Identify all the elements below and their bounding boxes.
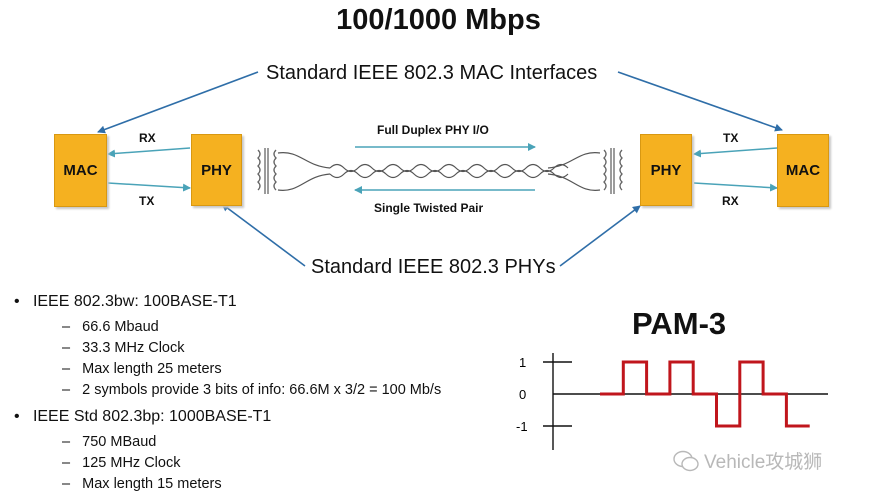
- page-title: 100/1000 Mbps: [336, 4, 541, 36]
- pam3-title: PAM-3: [632, 306, 727, 341]
- watermark: Vehicle攻城狮: [673, 447, 822, 474]
- network-diagram: [97, 71, 783, 267]
- pam3-label-1: 1: [519, 355, 526, 370]
- phy-label-arrow-right: [559, 205, 641, 267]
- right-transformer: [603, 148, 623, 194]
- bullet-1-sub-4: – 2 symbols provide 3 bits of info: 66.6…: [62, 382, 442, 398]
- pam3-label-neg1: -1: [516, 419, 528, 434]
- pam3-label-0: 0: [519, 387, 526, 402]
- sub-text: 33.3 MHz Clock: [82, 340, 185, 356]
- left-phy-box: PHY: [191, 134, 242, 206]
- phy-label-arrow-left: [221, 203, 306, 267]
- twisted-pair-cable: [277, 152, 601, 191]
- bullet-2-sub-1: – 750 MBaud: [62, 434, 157, 450]
- wechat-icon: [673, 450, 699, 471]
- full-duplex-label: Full Duplex PHY I/O: [377, 123, 489, 137]
- sub-text: 66.6 Mbaud: [82, 319, 159, 335]
- sub-text: 750 MBaud: [82, 434, 157, 450]
- left-rx-label: RX: [139, 131, 156, 145]
- mac-label-arrow-right: [617, 71, 783, 132]
- right-tx-arrow: [693, 147, 778, 158]
- bullet-1-sub-1: – 66.6 Mbaud: [62, 319, 159, 335]
- right-rx-arrow: [693, 182, 778, 192]
- right-tx-label: TX: [723, 131, 739, 145]
- pam3-diagram: 1 0 -1: [516, 353, 828, 450]
- twisted-pair-label: Single Twisted Pair: [374, 201, 484, 215]
- sub-text: Max length 15 meters: [82, 476, 222, 492]
- left-tx-label: TX: [139, 194, 155, 208]
- right-mac-box: MAC: [777, 134, 829, 207]
- mac-label-arrow-left: [97, 71, 259, 134]
- bullet-1: • IEEE 802.3bw: 100BASE-T1: [14, 293, 237, 310]
- bullet-1-sub-2: – 33.3 MHz Clock: [62, 340, 185, 356]
- mac-interfaces-label: Standard IEEE 802.3 MAC Interfaces: [266, 62, 598, 84]
- phys-label: Standard IEEE 802.3 PHYs: [311, 256, 556, 278]
- left-rx-arrow: [107, 147, 191, 158]
- right-rx-label: RX: [722, 194, 739, 208]
- sub-text: 125 MHz Clock: [82, 455, 181, 471]
- left-tx-arrow: [107, 182, 191, 192]
- bullet-2-sub-3: – Max length 15 meters: [62, 476, 222, 492]
- left-mac-box: MAC: [54, 134, 107, 207]
- sub-text: Max length 25 meters: [82, 361, 222, 377]
- bullet-1-sub-3: – Max length 25 meters: [62, 361, 222, 377]
- sub-text: 2 symbols provide 3 bits of info: 66.6M …: [82, 382, 442, 398]
- bullet-2-sub-2: – 125 MHz Clock: [62, 455, 181, 471]
- right-phy-box: PHY: [640, 134, 692, 206]
- watermark-text: Vehicle攻城狮: [704, 452, 823, 473]
- left-transformer: [257, 148, 277, 194]
- bullet-1-text: IEEE 802.3bw: 100BASE-T1: [32, 293, 237, 310]
- bullet-2-text: IEEE Std 802.3bp: 1000BASE-T1: [32, 408, 272, 425]
- pam3-signal: [600, 360, 810, 428]
- bullet-2: • IEEE Std 802.3bp: 1000BASE-T1: [14, 408, 272, 425]
